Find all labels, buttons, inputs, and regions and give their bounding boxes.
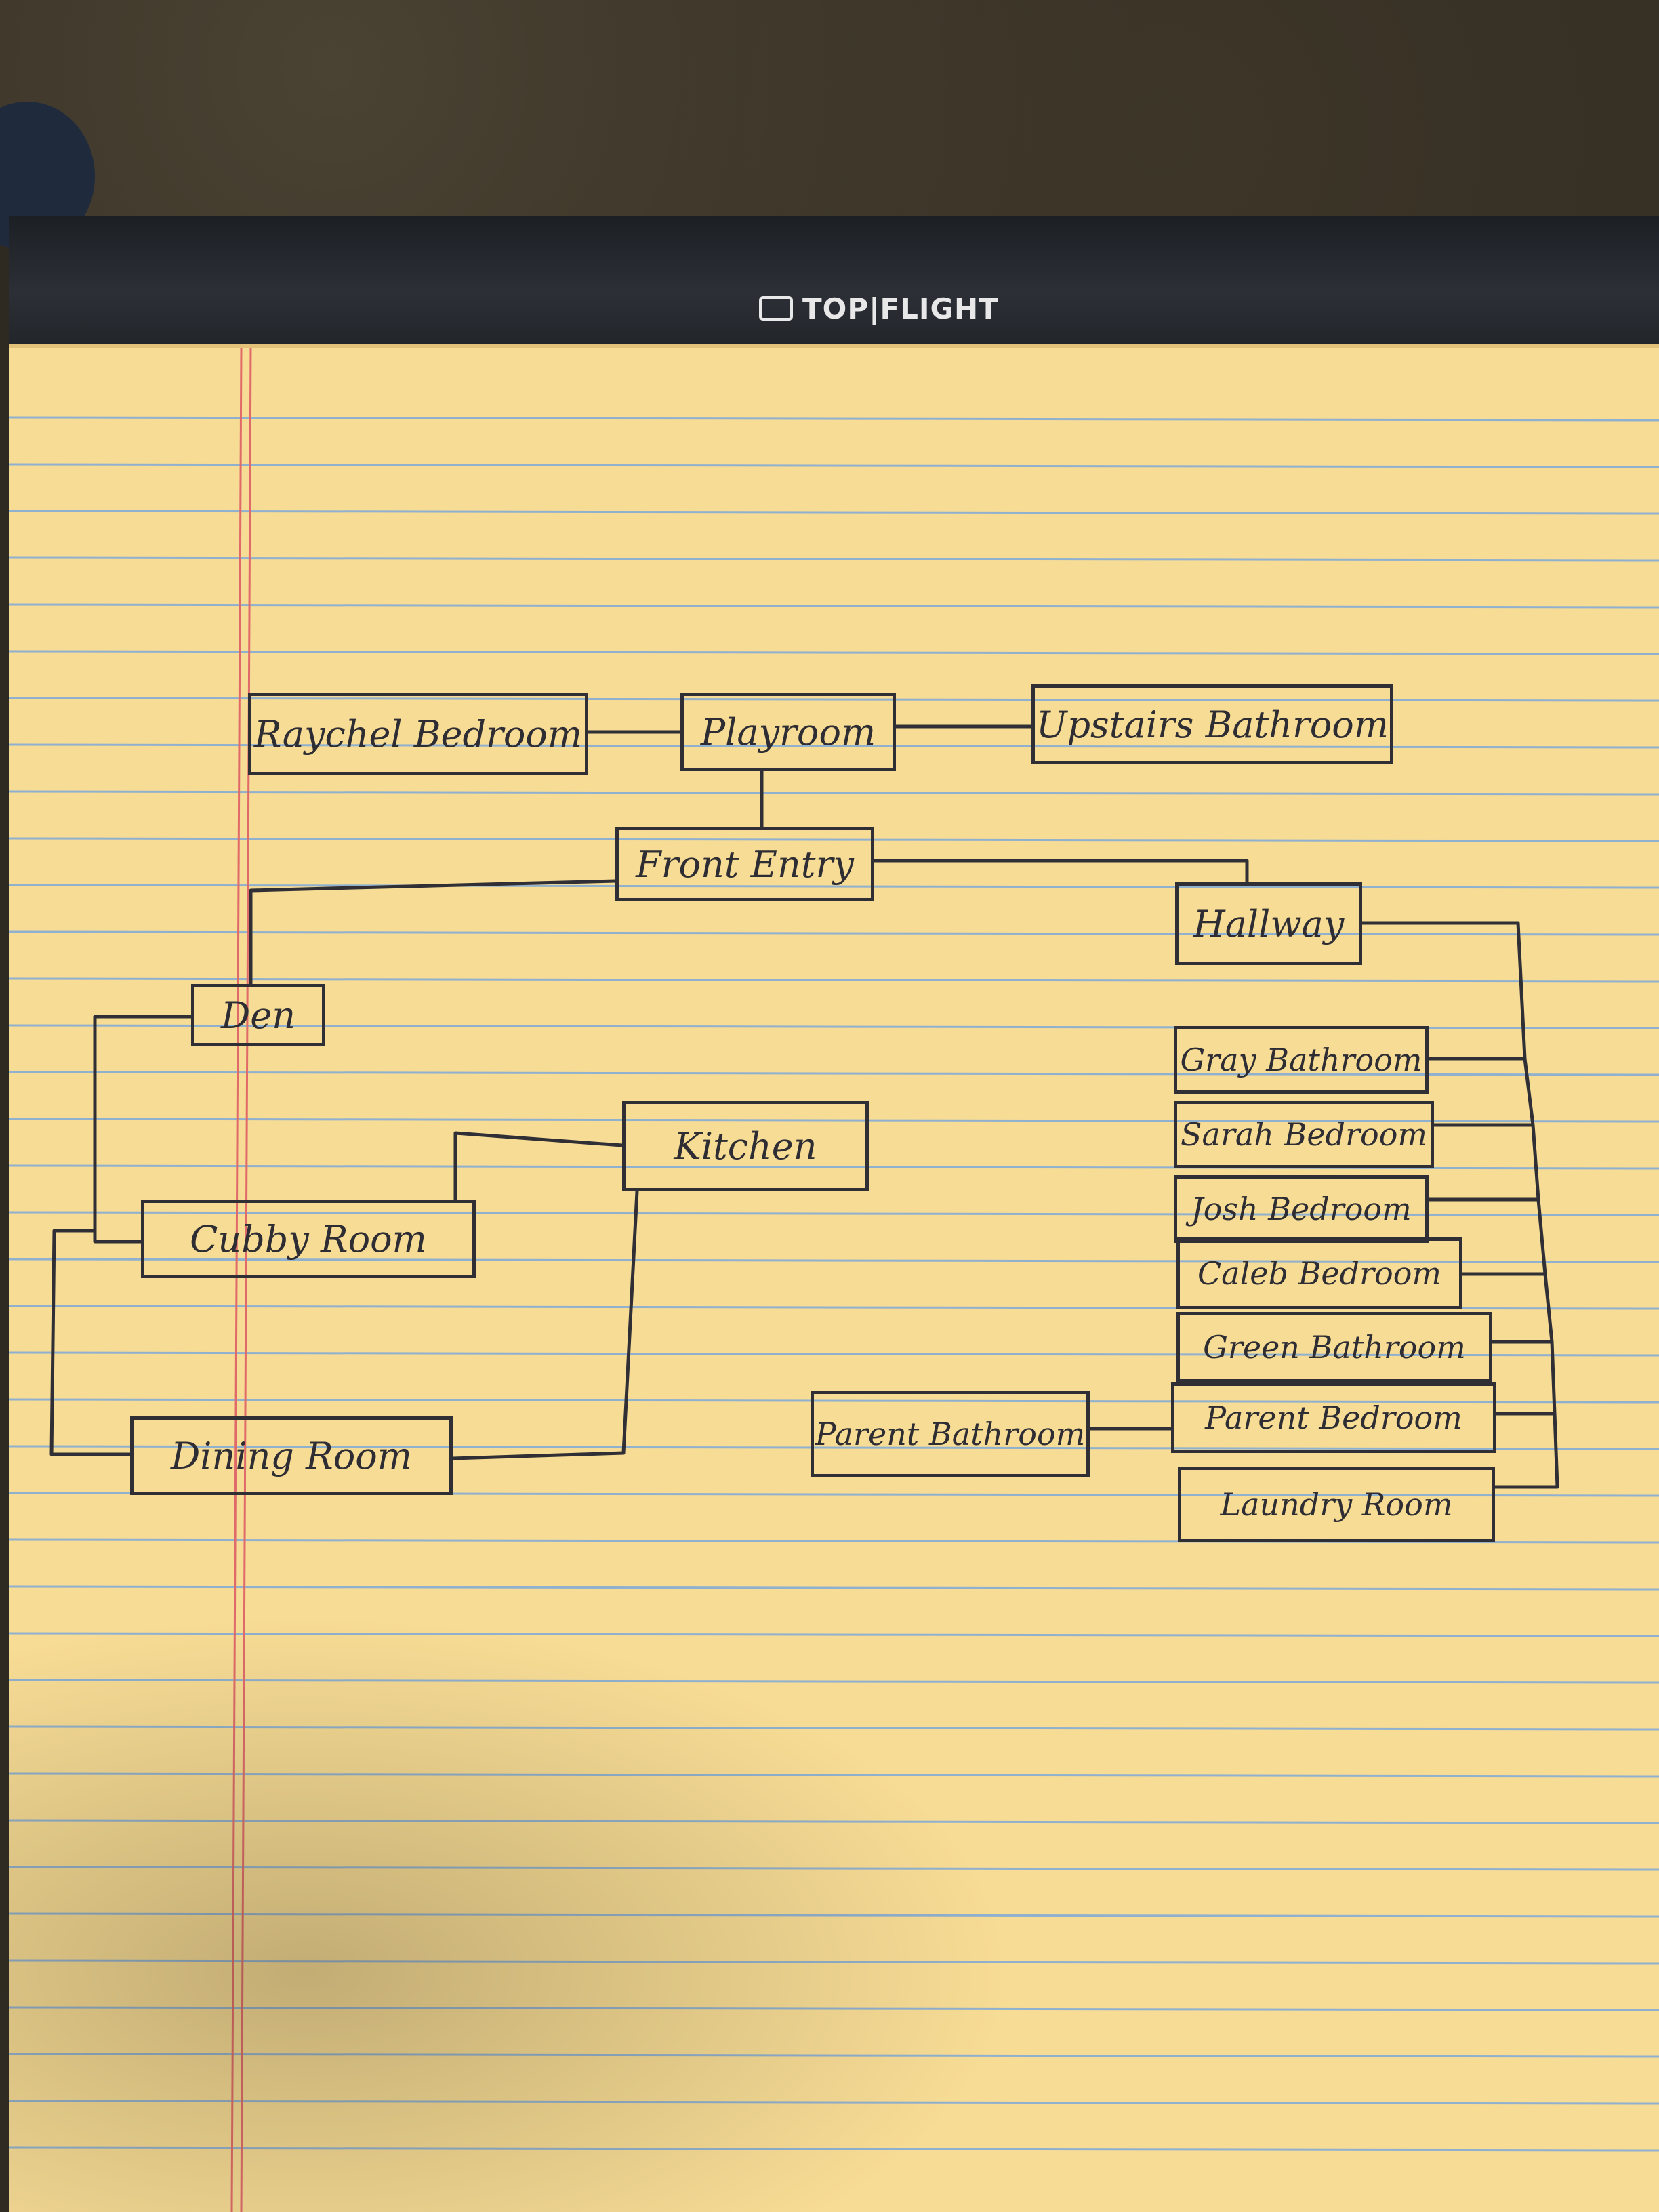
room-front-entry: Front Entry xyxy=(615,827,874,901)
ruled-line xyxy=(9,603,1659,609)
ruled-line xyxy=(9,1819,1659,1824)
connector-front-entry-to-den xyxy=(249,879,616,984)
ruled-line xyxy=(9,743,1659,749)
connector-hallway-to-sarah-bedroom xyxy=(1434,1058,1535,1127)
room-kitchen: Kitchen xyxy=(622,1101,869,1191)
ruled-line xyxy=(9,1351,1659,1357)
pad-binding xyxy=(9,216,1659,348)
ruled-line xyxy=(9,463,1659,468)
room-josh-bedroom: Josh Bedroom xyxy=(1174,1175,1429,1243)
ruled-line xyxy=(9,1866,1659,1871)
connector-hallway-to-laundry-room xyxy=(1495,1413,1559,1489)
brand-logo-icon xyxy=(759,296,793,321)
connector-hallway-to-parent-bedroom xyxy=(1496,1341,1557,1416)
brand-label: TOP|FLIGHT xyxy=(759,288,999,329)
ruled-line xyxy=(9,697,1659,702)
connector-hallway-to-green-bathroom xyxy=(1492,1273,1554,1344)
connector-front-entry-to-hallway xyxy=(874,859,1249,882)
ruled-line xyxy=(9,2006,1659,2011)
room-upstairs-bathroom: Upstairs Bathroom xyxy=(1031,684,1393,764)
connector-den-to-cubby-room xyxy=(93,1015,191,1244)
ruled-line xyxy=(9,1118,1659,1123)
ruled-line xyxy=(9,1071,1659,1076)
ruled-line xyxy=(9,977,1659,983)
room-hallway: Hallway xyxy=(1175,882,1362,965)
carpet-background xyxy=(0,0,1659,224)
room-parent-bedroom: Parent Bedroom xyxy=(1171,1382,1496,1453)
connector-hallway-to-caleb-bedroom xyxy=(1462,1199,1547,1276)
ruled-line xyxy=(9,416,1659,422)
room-gray-bathroom: Gray Bathroom xyxy=(1174,1026,1429,1094)
ruled-line xyxy=(9,790,1659,796)
ruled-line xyxy=(9,1912,1659,1918)
ruled-line xyxy=(9,1632,1659,1637)
room-playroom: Playroom xyxy=(680,693,896,771)
ruled-line xyxy=(9,510,1659,515)
room-den: Den xyxy=(191,984,325,1046)
ruled-line xyxy=(9,1725,1659,1731)
ruled-line xyxy=(9,1258,1659,1263)
ruled-line xyxy=(9,1772,1659,1778)
ruled-line xyxy=(9,1679,1659,1684)
ruled-line xyxy=(9,2146,1659,2152)
ruled-line xyxy=(9,1398,1659,1404)
ruled-line xyxy=(9,1211,1659,1216)
connector-den-to-dining-room xyxy=(49,1229,130,1456)
ruled-line xyxy=(9,556,1659,562)
ruled-line xyxy=(9,650,1659,655)
ruled-line xyxy=(9,1585,1659,1591)
ruled-line xyxy=(9,1445,1659,1450)
ruled-line xyxy=(9,2053,1659,2058)
room-sarah-bedroom: Sarah Bedroom xyxy=(1174,1101,1434,1168)
connector-kitchen-to-dining-room xyxy=(452,1191,639,1460)
room-raychel-bedroom: Raychel Bedroom xyxy=(248,693,588,775)
room-green-bathroom: Green Bathroom xyxy=(1176,1312,1492,1382)
room-laundry-room: Laundry Room xyxy=(1178,1467,1495,1542)
ruled-line xyxy=(9,884,1659,889)
room-cubby-room: Cubby Room xyxy=(141,1200,476,1278)
brand-name: TOP|FLIGHT xyxy=(802,291,999,325)
connector-hallway-to-gray-bathroom xyxy=(1362,921,1527,1061)
room-caleb-bedroom: Caleb Bedroom xyxy=(1176,1237,1462,1309)
ruled-line xyxy=(9,837,1659,842)
margin-line xyxy=(230,345,243,2212)
connector-cubby-room-to-kitchen xyxy=(453,1131,623,1200)
ruled-line xyxy=(9,1959,1659,1965)
room-parent-bathroom: Parent Bathroom xyxy=(811,1391,1090,1477)
ruled-line xyxy=(9,2100,1659,2105)
margin-line xyxy=(240,345,252,2212)
connector-hallway-to-josh-bedroom xyxy=(1429,1124,1540,1202)
room-dining-room: Dining Room xyxy=(130,1416,453,1495)
ruled-line xyxy=(9,930,1659,936)
